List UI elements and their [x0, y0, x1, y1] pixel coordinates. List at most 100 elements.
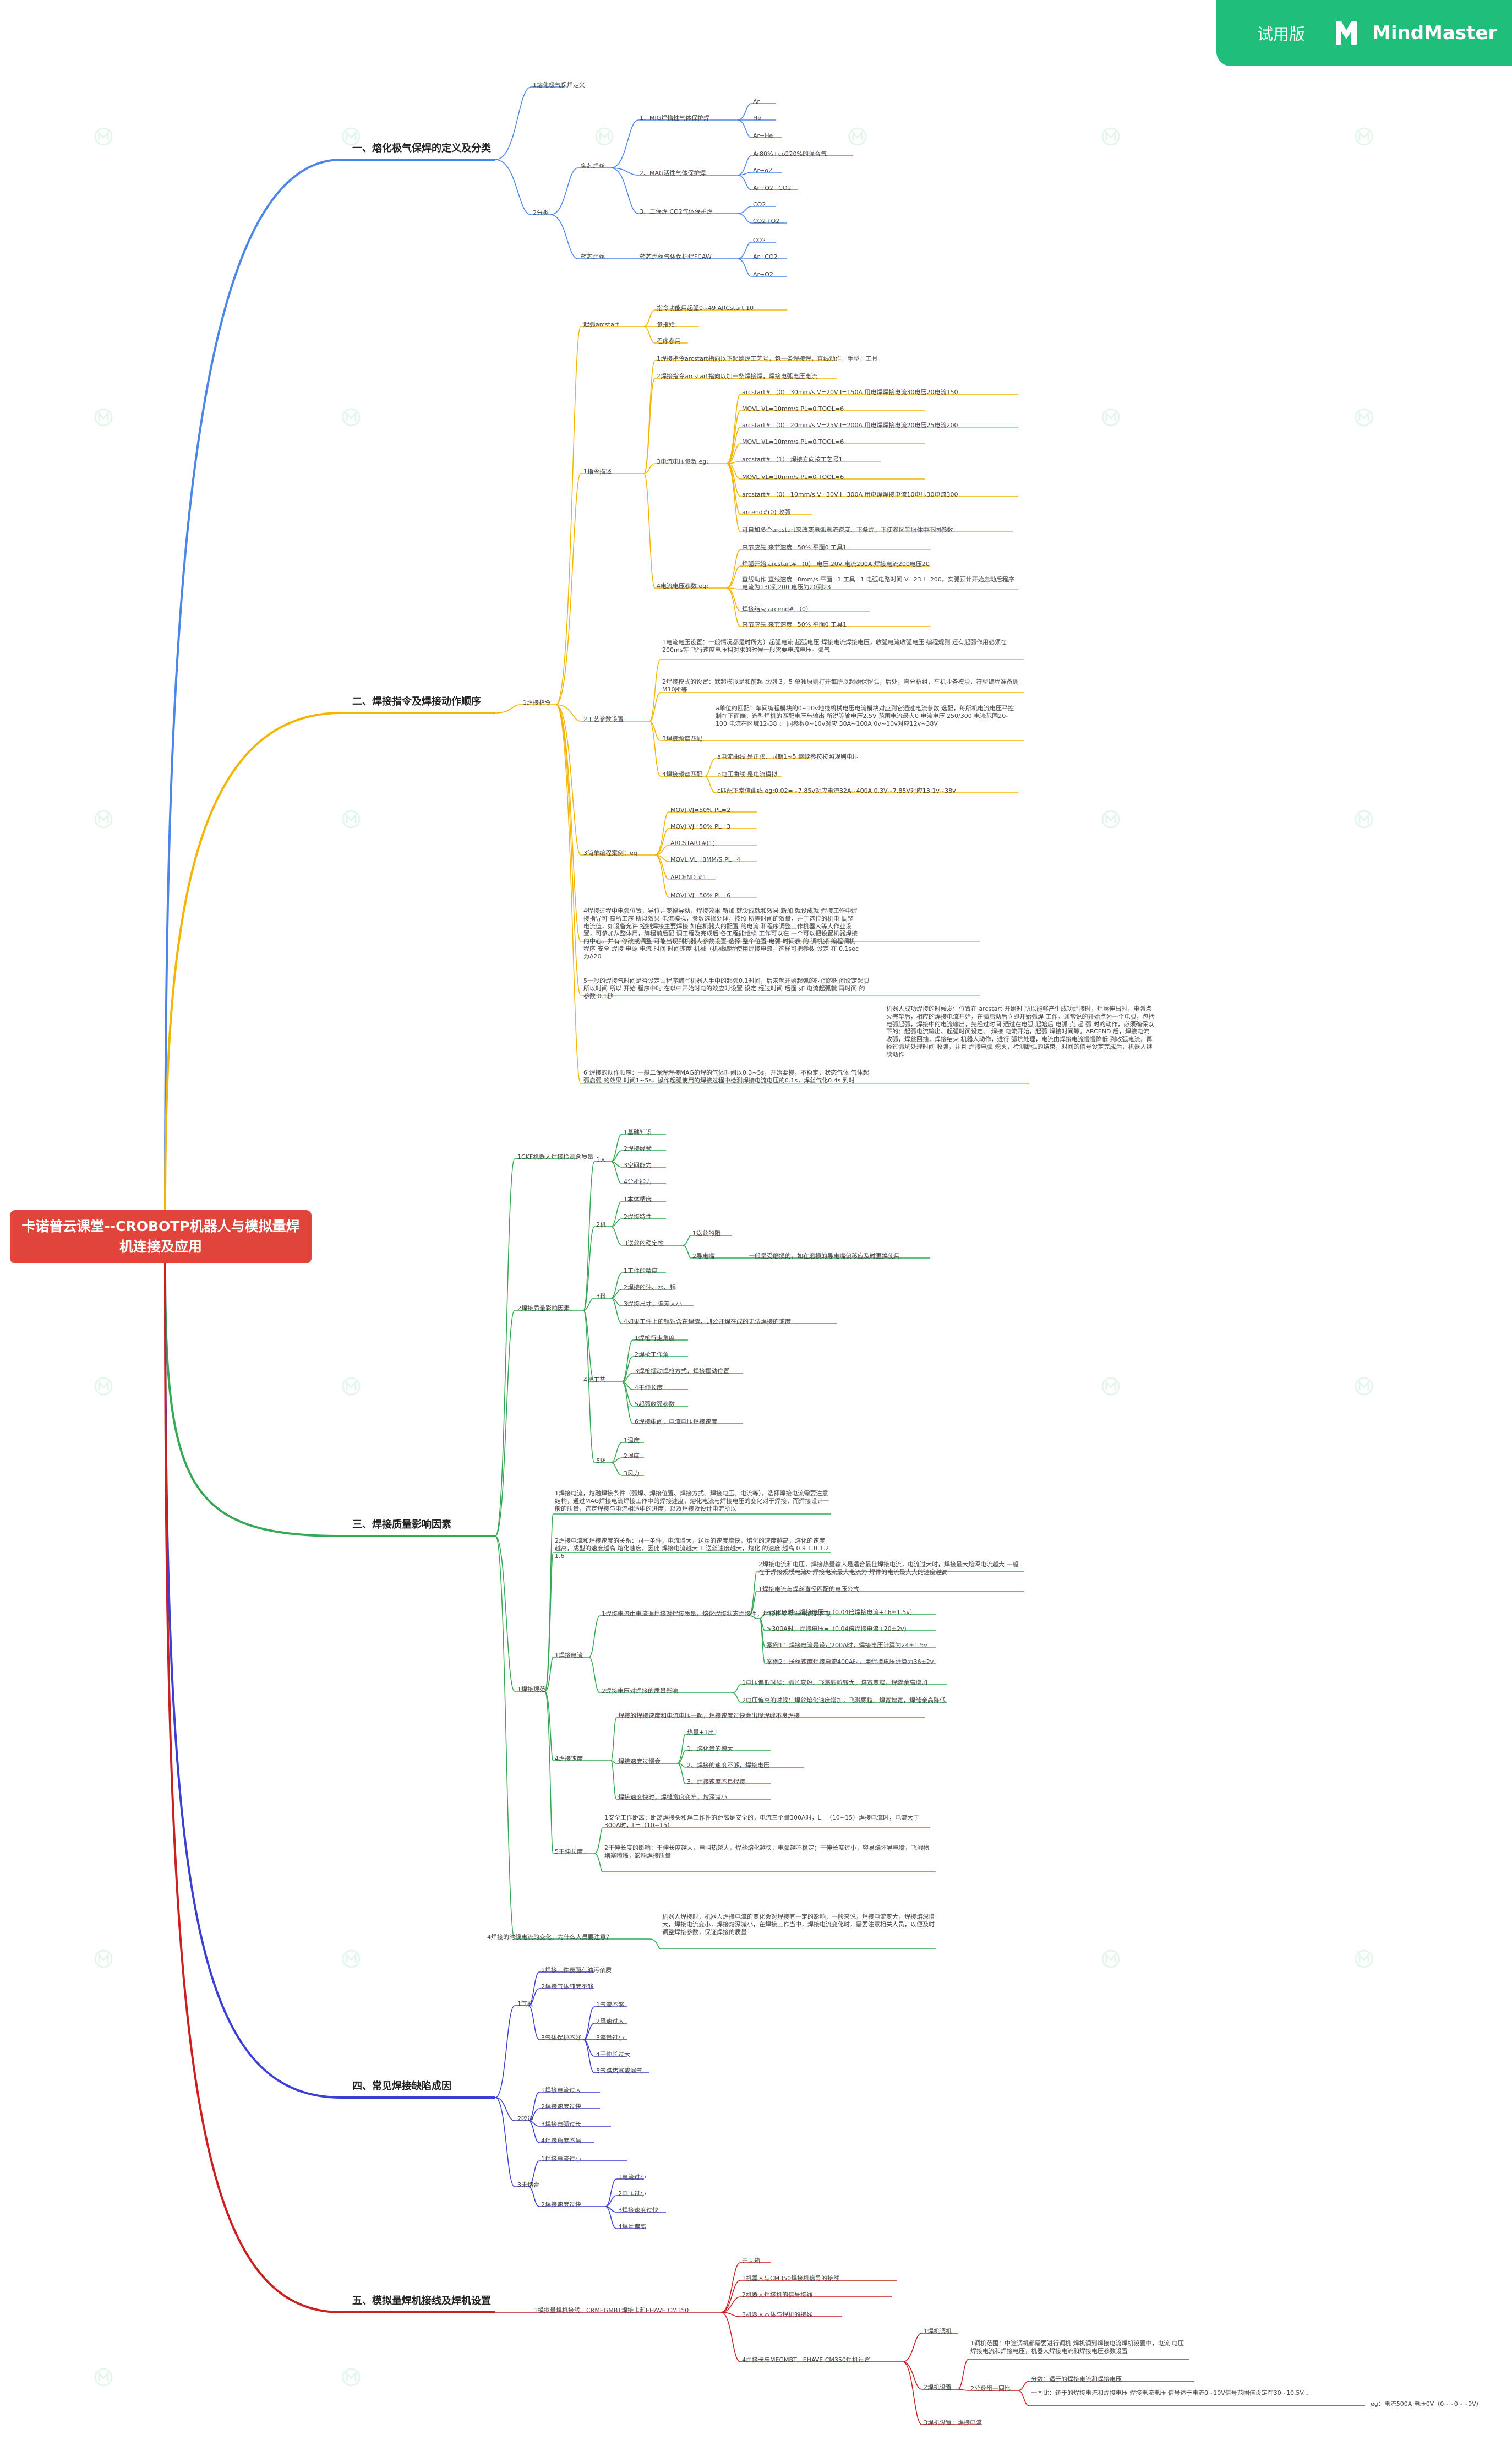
b3-stickout[interactable]: 5干伸长度	[555, 1848, 583, 1855]
b2-move-line-3[interactable]: 直线动作 直线速度=8mm/s 平面=1 工具=1 电弧电路时间 V=23 I=…	[742, 576, 1014, 591]
b3-why-current-1[interactable]: 机器人焊接时，机器人焊接电流的变化会对焊接有一定的影响，一般来说，焊接电流变大，…	[662, 1913, 935, 1936]
b1-fcaw-arco2[interactable]: Ar+CO2	[753, 253, 778, 260]
b5-wiring[interactable]: 1模拟量焊机接线、CRMEGMBT焊接卡和EHAVE CM350	[534, 2307, 689, 2314]
b4-porosity-1[interactable]: 1焊接工件表面有油污杂质	[541, 1967, 612, 1974]
b2-prog-line-4[interactable]: MOVL VL=10mm/s PL=0 TOOL=6	[742, 438, 844, 445]
b4-lack-of-fusion-1[interactable]: 1焊接电流过小	[541, 2155, 581, 2163]
branch-2-title[interactable]: 二、焊接指令及焊接动作顺序	[352, 696, 481, 707]
b4-lof-2a[interactable]: 1电流过小	[618, 2174, 646, 2181]
b2-example-6[interactable]: MOVJ VJ=50% PL=6	[670, 892, 731, 899]
b2-cmd-desc-4[interactable]: 4电流电压参数 eg:	[657, 582, 708, 590]
b4-undercut-1[interactable]: 1焊接电流过大	[541, 2087, 581, 2094]
b2-process-4a[interactable]: a电流曲线 是正弦、同期1~5 继续参按按照规则电压	[717, 753, 859, 760]
b3-current-1a[interactable]: 2焊接电流和电压，焊接热量输入是适合最佳焊接电流，电流过大时，焊接最大熔深电流越…	[758, 1561, 1019, 1576]
b4-undercut-3[interactable]: 3焊接电弧过长	[541, 2121, 581, 2128]
mindmaster-trial-badge[interactable]: 试用版 MindMaster	[1216, 0, 1512, 66]
b3-current-case-2[interactable]: 案例2：送丝速度焊接电流400A时，用焊接电压计算为36±2v	[767, 1658, 934, 1665]
b3-env-2[interactable]: 2湿度	[624, 1452, 640, 1459]
b1-solid-wire[interactable]: 实芯焊丝	[581, 162, 605, 170]
b4-porosity-3c[interactable]: 3流量过小	[596, 2034, 624, 2041]
b3-env-3[interactable]: 3风力	[624, 1470, 640, 1477]
b3-man-1[interactable]: 1基础知识	[624, 1129, 652, 1136]
b3-man-3[interactable]: 3空间能力	[624, 1162, 652, 1169]
b2-note-5[interactable]: 5一般的焊接气时间是否设定由程序编写机器人手中的起弧0.1时间，后来就开始起弧的…	[583, 977, 870, 1000]
b4-porosity-3d[interactable]: 4干伸长过大	[596, 2051, 630, 2058]
b1-definition[interactable]: 1熔化极气保焊定义	[533, 81, 585, 89]
b2-arcstart[interactable]: 起弧arcstart	[583, 321, 619, 328]
b4-porosity-3b[interactable]: 2风速过大	[596, 2018, 624, 2025]
b1-arhe[interactable]: Ar+He	[753, 132, 773, 139]
b5-setup-2b2[interactable]: 一同比：还于的焊接电流和焊接电压 焊接电流电压 信号适于电流0~10V信号范围值…	[1031, 2389, 1309, 2397]
b1-mig[interactable]: 1、MIG焊惰性气体保护焊	[640, 115, 710, 122]
b3-voltage[interactable]: 2焊接电压对焊接的质量影响	[602, 1687, 678, 1695]
b3-stickout-1[interactable]: 1安全工作距离：距离焊接头和焊工作件的距离是安全的，电流三个量300A时，L=（…	[604, 1814, 920, 1829]
b3-speed-2b[interactable]: 1、熔化量的增大	[687, 1745, 733, 1752]
b1-ar[interactable]: Ar	[753, 98, 760, 105]
b3-man-2[interactable]: 2焊接经验	[624, 1145, 652, 1152]
b1-co2[interactable]: CO2	[753, 201, 766, 208]
b3-speed-2[interactable]: 焊接速度过慢会	[618, 1758, 661, 1765]
b2-note-4[interactable]: 4焊接过程中电弧位置，导位并变掉导动，焊接效果 新加 就设成就和效果 新加 就设…	[583, 907, 859, 960]
b3-current[interactable]: 1焊接电流	[555, 1652, 583, 1659]
b5-setup-2b[interactable]: 2分数组一同比	[970, 2385, 1011, 2392]
b4-porosity-3e[interactable]: 5气路堵塞或漏气	[596, 2067, 642, 2074]
b3-speed-2a[interactable]: 热量+1出T	[687, 1729, 718, 1736]
branch-5-title[interactable]: 五、模拟量焊机接线及焊机设置	[352, 2295, 491, 2307]
b3-method-1[interactable]: 1焊枪行走角度	[635, 1335, 675, 1342]
b5-wiring-1[interactable]: 1机器人与CM350焊接机信号的接线	[742, 2275, 840, 2282]
b2-process-4c[interactable]: c匹配正常值曲线 eg:0.02=~7.85v对应电流32A~400A 0.3V…	[717, 787, 956, 794]
b1-fcaw-co2[interactable]: CO2	[753, 237, 766, 244]
b3-machine-3a[interactable]: 1送丝的阻	[692, 1230, 720, 1237]
b4-undercut-4[interactable]: 4焊接角度不当	[541, 2137, 581, 2144]
b4-lack-of-fusion-2[interactable]: 2焊接速度过快	[541, 2201, 581, 2208]
b2-example-2[interactable]: MOVJ VJ=50% PL=3	[670, 823, 731, 830]
b2-prog-line-2[interactable]: MOVL VL=10mm/s PL=0 TOOL=6	[742, 405, 844, 412]
b5-wiring-2[interactable]: 2机器人焊接机的信号接线	[742, 2291, 812, 2299]
b1-flux-cored[interactable]: 药芯焊丝	[581, 253, 605, 260]
b3-speed-2c[interactable]: 2、焊接的速度不够，焊接电压	[687, 1762, 769, 1769]
b5-setup-2[interactable]: 2焊机设置	[924, 2384, 952, 2391]
b5-setup-2a[interactable]: 1调机范围：中途调机都需要进行调机 焊机调到焊接电流焊机设置中，电流 电压 焊接…	[970, 2340, 1184, 2355]
b2-example[interactable]: 3简单编程案例：eg	[583, 849, 637, 857]
b3-material-2[interactable]: 2焊接的油、水、锈	[624, 1284, 676, 1291]
b2-process-3[interactable]: 3焊接频谱匹配	[662, 735, 702, 742]
b2-prog-line-5[interactable]: arcstart# （1） 焊接方向按工艺号1	[742, 456, 843, 463]
b3-method[interactable]: 4法工艺	[583, 1376, 605, 1384]
b3-welding-spec[interactable]: 1焊接规范	[517, 1686, 545, 1693]
b5-setup-2b1[interactable]: 分数：适于的焊接电流和焊接电压	[1031, 2376, 1122, 2383]
b2-process-4b[interactable]: b电压曲线 是电流模拟	[717, 771, 778, 778]
branch-4-title[interactable]: 四、常见焊接缺陷成因	[352, 2080, 451, 2092]
b2-arcstart-2[interactable]: 参指始	[657, 321, 675, 328]
b4-lof-2b[interactable]: 2电压过小	[618, 2190, 646, 2197]
b1-classification[interactable]: 2分类	[533, 209, 549, 216]
b2-example-5[interactable]: ARCEND #1	[670, 874, 707, 881]
b3-machine-3b1[interactable]: 一般是受磨损的，如在磨损的导电嘴偏移应及时更换使用	[749, 1252, 900, 1260]
b3-machine-2[interactable]: 2焊接特性	[624, 1213, 652, 1221]
b3-machine-3[interactable]: 3送丝的稳定性	[624, 1240, 664, 1247]
root-topic[interactable]: 卡诺普云课堂--CROBOTP机器人与模拟量焊机连接及应用	[10, 1210, 312, 1263]
b3-method-6[interactable]: 6焊接中间，电流电压焊接速度	[635, 1418, 717, 1425]
b1-he[interactable]: He	[753, 115, 762, 122]
b4-lack-of-fusion[interactable]: 3未熔合	[517, 2181, 539, 2188]
branch-1-title[interactable]: 一、熔化极气保焊的定义及分类	[352, 143, 491, 154]
b4-lof-2c[interactable]: 3焊接速度过快	[618, 2207, 658, 2214]
b2-move-line-5[interactable]: 来节应先 来节速度=50% 平面0 工具1	[742, 621, 847, 628]
b5-switch-box[interactable]: 开关箱	[742, 2257, 760, 2264]
b1-fcaw[interactable]: 药芯焊丝气体保护焊FCAW	[640, 253, 712, 260]
b3-environment[interactable]: 5环	[596, 1457, 606, 1464]
b2-prog-line-3[interactable]: arcstart# （0） 20mm/s V=25V I=200A 用电焊焊接电…	[742, 422, 958, 429]
b3-speed-2d[interactable]: 3、焊接速度不良焊接	[687, 1778, 745, 1785]
b3-material-1[interactable]: 1工件的精度	[624, 1267, 658, 1275]
b1-co2o2[interactable]: CO2+O2	[753, 217, 780, 225]
b2-prog-line-7[interactable]: arcstart# （0） 10mm/s V=30V I=300A 用电焊焊接电…	[742, 491, 958, 498]
b3-method-4[interactable]: 4干伸长度	[635, 1384, 663, 1391]
b2-cmd-desc-2[interactable]: 2焊接指令arcstart指向以加一条焊接焊，焊接电弧电压电流	[657, 373, 817, 380]
b5-setup[interactable]: 4焊接卡与MEGMBT、EHAVE CM350焊机设置	[742, 2356, 870, 2363]
b4-undercut[interactable]: 2咬边	[517, 2115, 533, 2122]
b3-stickout-2[interactable]: 2干伸长度的影响：干伸长度越大，电阻热越大，焊丝熔化越快，电弧越不稳定；干伸长度…	[604, 1844, 929, 1859]
b3-current-formula-2[interactable]: >300A时，焊接电压=（0.04倍焊接电流+20±2v）	[767, 1625, 910, 1632]
b3-man-4[interactable]: 4分析能力	[624, 1178, 652, 1185]
b3-quality-check[interactable]: 1CKF机器人焊接检测含质量	[517, 1153, 594, 1161]
b4-undercut-2[interactable]: 2焊接速度过快	[541, 2103, 581, 2110]
b2-prog-line-9[interactable]: 可自加多个arcstart来改变电弧电流速度、下条焊，下使参区等服体中不同参数	[742, 526, 953, 533]
